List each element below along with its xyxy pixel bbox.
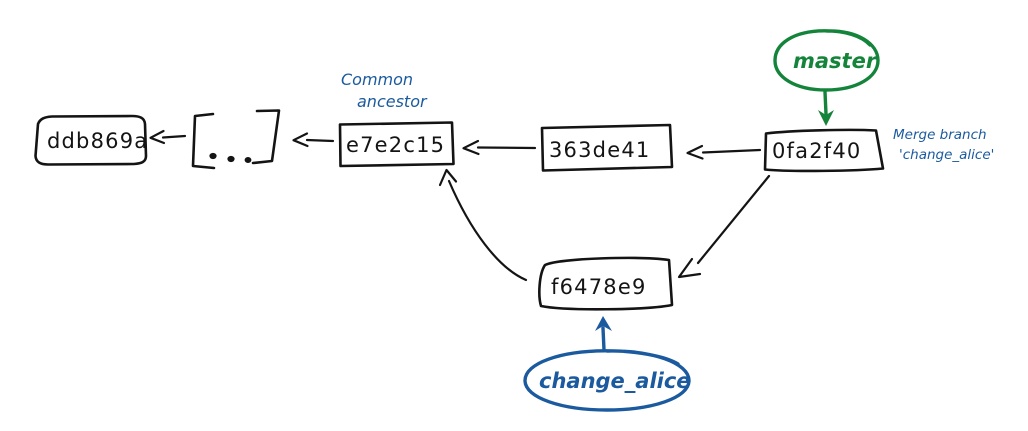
annotation-line-1: Merge branch [893, 127, 987, 143]
edge-363de41-to-e7e2c15 [462, 139, 537, 156]
edge-line [161, 134, 187, 139]
ellipse-outline [773, 29, 880, 92]
bracket-left [191, 112, 216, 170]
arrowhead-hollow [149, 129, 166, 145]
commit-node-ddb869a[interactable]: ddb869a [34, 114, 149, 166]
commit-hash-label: ddb869a [47, 129, 148, 153]
annotation-line-2: ancestor [357, 92, 428, 111]
annotation-common-ancestor: Common ancestor [341, 70, 428, 111]
box-outline [763, 128, 885, 173]
edge-line [476, 146, 537, 150]
arrowhead-hollow [677, 257, 702, 279]
edge-0fa2f40-to-f6478e9 [677, 174, 771, 279]
edge-line [823, 90, 828, 116]
edge-line [601, 326, 606, 352]
arrowhead-solid [595, 316, 612, 331]
ellipsis-dot-3 [244, 157, 252, 163]
arrowhead-hollow [462, 139, 480, 156]
edge-ellipsis-to-ddb869a [149, 129, 187, 145]
box-outline [34, 114, 148, 166]
commit-node-363de41[interactable]: 363de41 [540, 123, 674, 172]
commit-hash-label: f6478e9 [551, 275, 647, 299]
edge-line [696, 174, 771, 265]
commit-hash-label: e7e2c15 [346, 133, 445, 157]
commit-node-e7e2c15[interactable]: e7e2c15 [338, 121, 455, 168]
commit-hash-label: 363de41 [549, 138, 650, 162]
ellipsis-dot-2 [227, 155, 235, 163]
edge-0fa2f40-to-363de41 [686, 144, 762, 160]
annotation-merge-message: Merge branch 'change_alice' [893, 127, 994, 163]
annotation-line-1: Common [341, 70, 413, 89]
edge-e7e2c15-to-ellipsis [292, 132, 335, 148]
box-outline [538, 256, 674, 311]
commit-node-f6478e9[interactable]: f6478e9 [538, 256, 674, 311]
annotation-line-2: 'change_alice' [899, 147, 994, 163]
branch-label-change-alice[interactable]: change_alice [523, 349, 691, 412]
edge-line [305, 138, 335, 143]
box-outline [540, 123, 674, 172]
commit-node-0fa2f40[interactable]: 0fa2f40 [763, 128, 885, 173]
arrowhead-solid [818, 110, 834, 126]
edge-f6478e9-to-e7e2c15 [438, 168, 528, 282]
arrowhead-hollow [438, 168, 458, 187]
box-outline [338, 121, 455, 168]
branch-name-label: change_alice [539, 369, 691, 393]
commit-node-ellipsis[interactable]: [ ... ] [191, 109, 281, 196]
edge-master-to-0fa2f40 [818, 90, 834, 126]
ellipse-outline [523, 349, 691, 412]
commit-hash-label: 0fa2f40 [772, 139, 862, 163]
edge-change-alice-to-f6478e9 [595, 316, 612, 352]
edge-line [447, 179, 528, 282]
bracket-right [251, 109, 281, 165]
ellipsis-label: [ ... ] [194, 194, 195, 195]
edge-line [701, 148, 762, 154]
ellipsis-dot-1 [209, 152, 217, 160]
branch-label-master[interactable]: master [773, 29, 880, 92]
arrowhead-hollow [686, 144, 704, 160]
arrowhead-hollow [292, 132, 309, 148]
branch-name-label: master [793, 49, 878, 73]
